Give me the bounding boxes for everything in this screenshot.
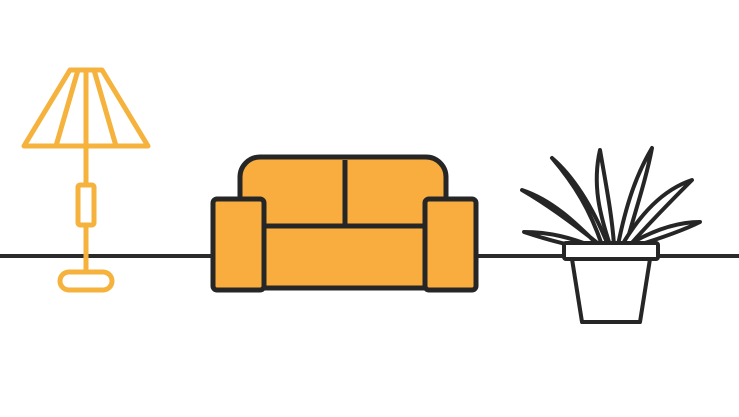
- floor-lamp-icon: [21, 67, 151, 293]
- sofa-icon: [210, 154, 479, 293]
- potted-plant-icon: [520, 146, 702, 324]
